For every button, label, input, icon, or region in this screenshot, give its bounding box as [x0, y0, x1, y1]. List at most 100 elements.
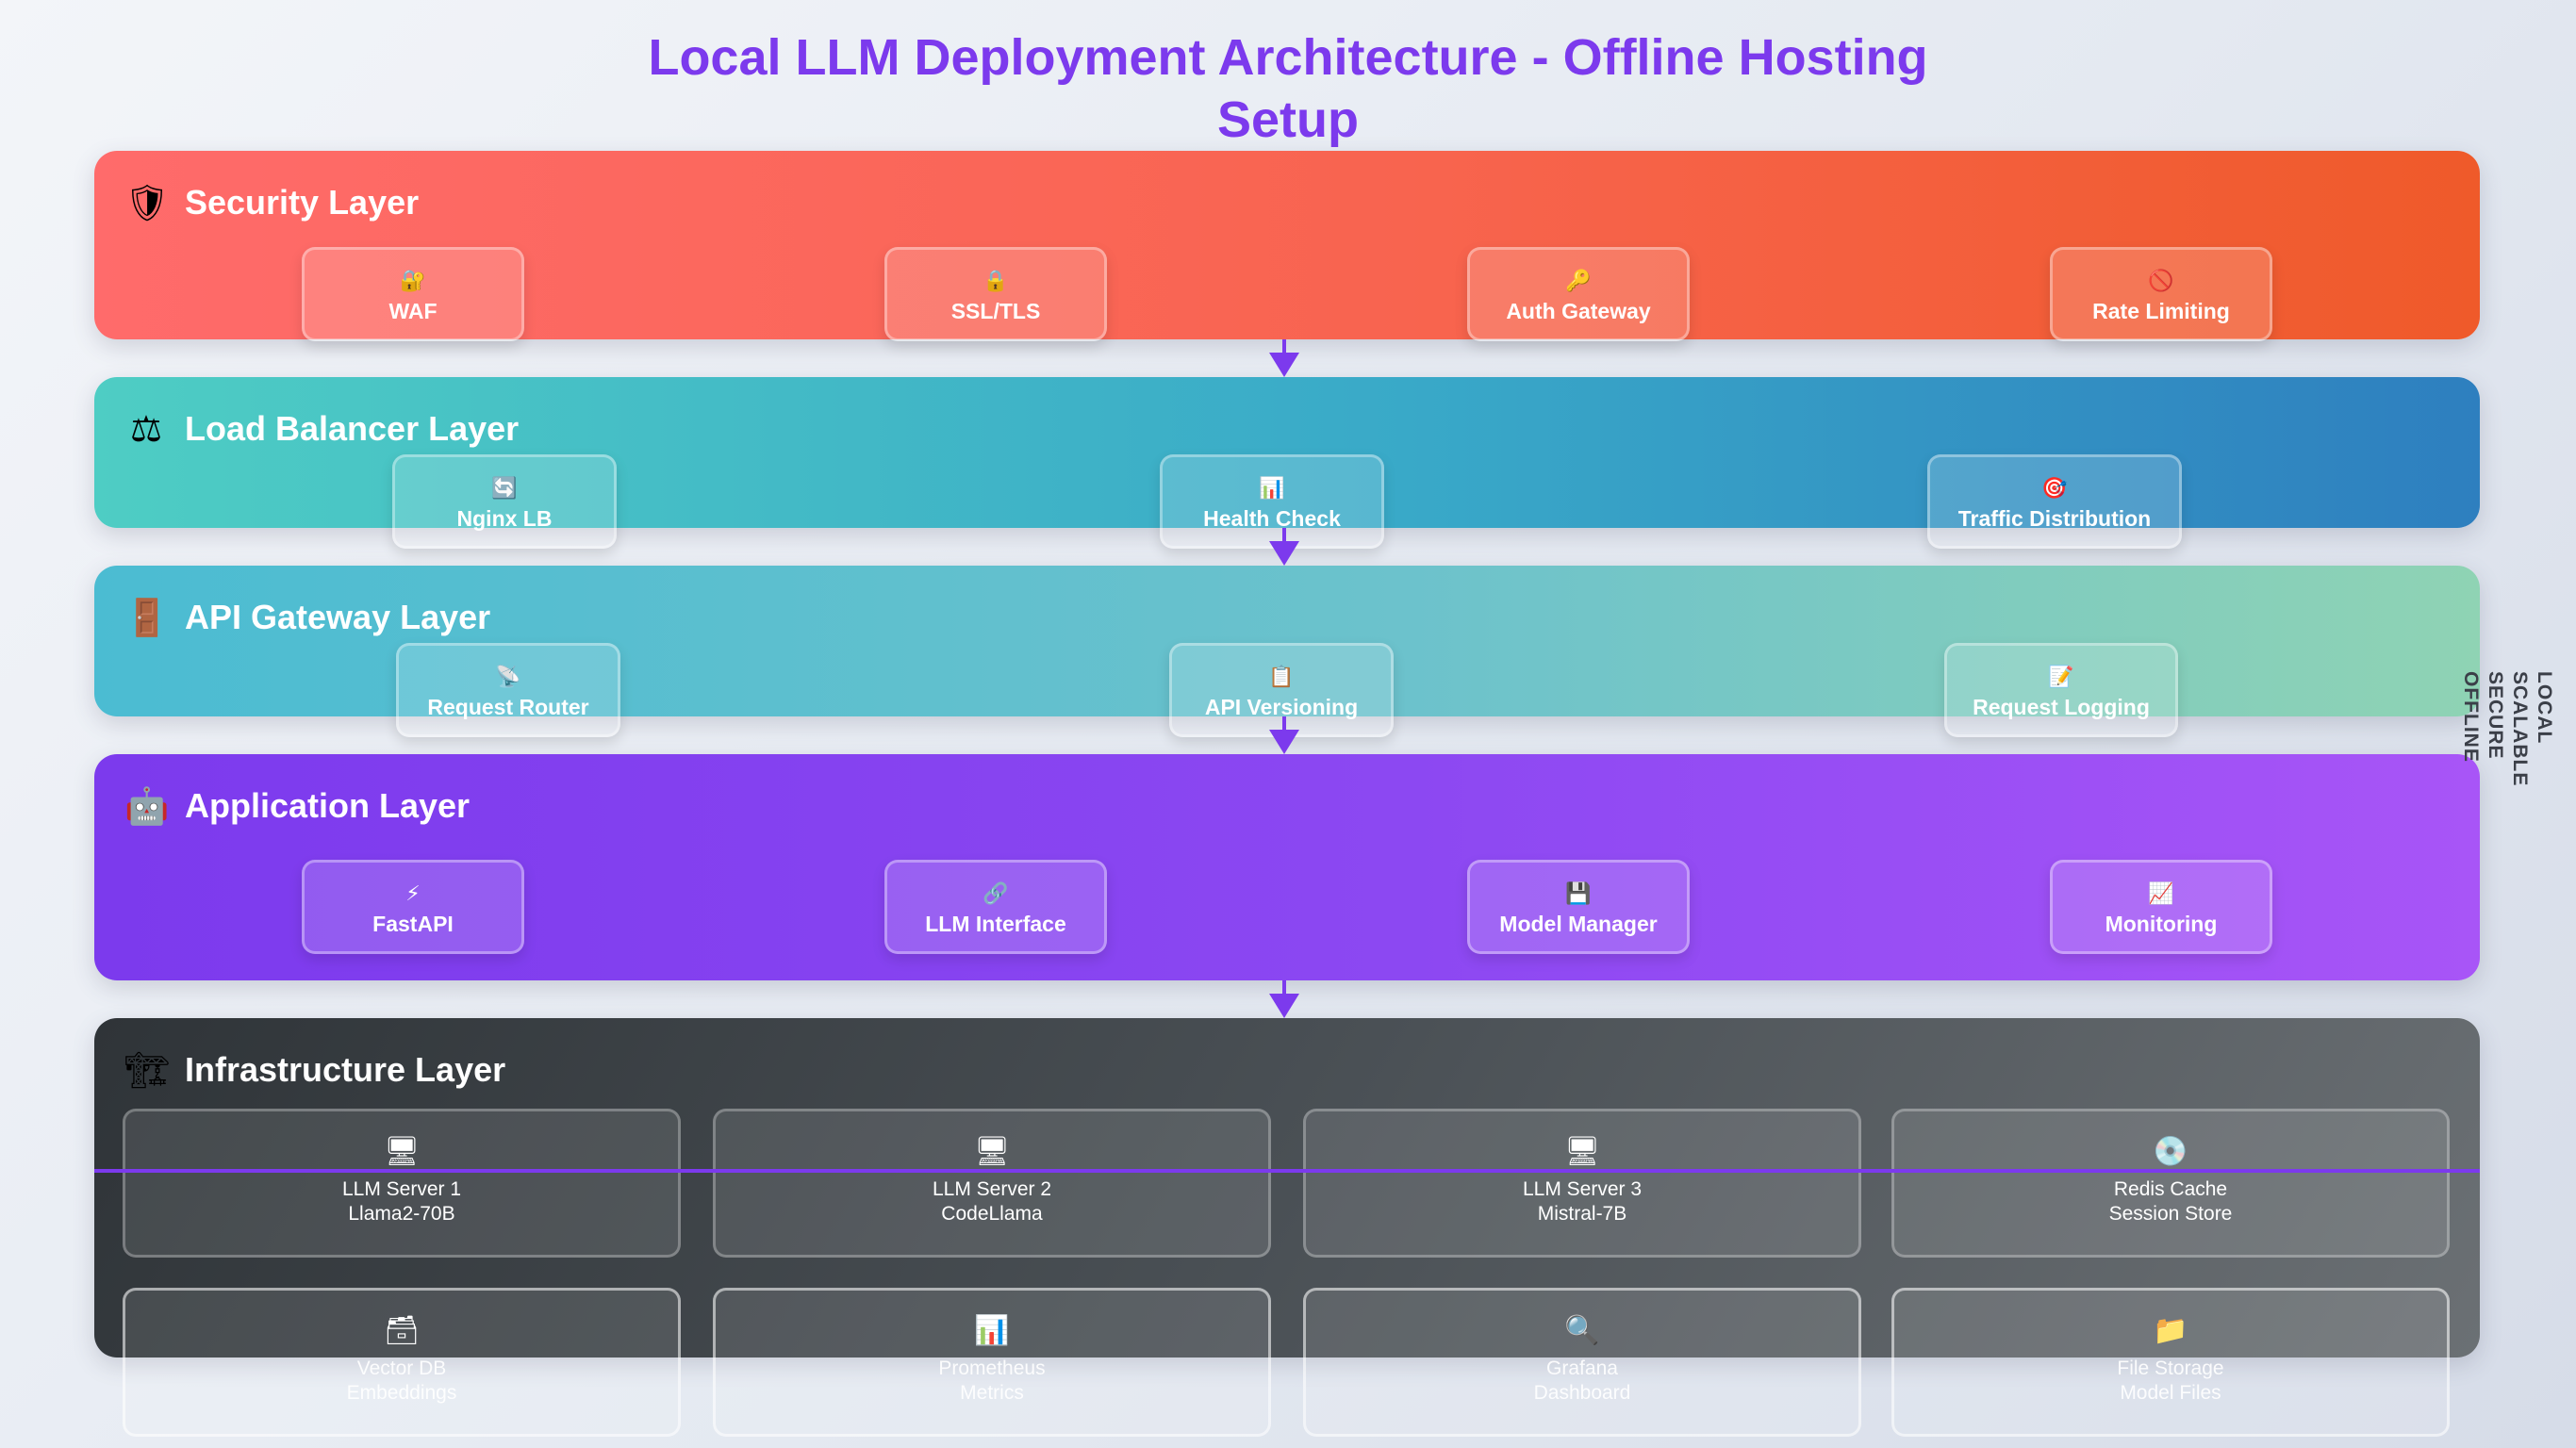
crane-icon: 🏗 — [124, 1048, 171, 1091]
model-manager-component[interactable]: 💾 Model Manager — [1467, 860, 1690, 954]
server-name: LLM Server 3 — [1522, 1178, 1643, 1200]
server-name: Prometheus — [938, 1358, 1046, 1379]
llm-server-2-card[interactable]: 🖥 LLM Server 2 CodeLlama — [713, 1109, 1271, 1258]
file-storage-card[interactable]: 📁 File Storage Model Files — [1891, 1288, 2450, 1437]
page-title-line-1: Local LLM Deployment Architecture - Offl… — [648, 29, 1928, 86]
load-balancer-layer-title: Load Balancer Layer — [185, 409, 520, 448]
waf-component[interactable]: 🔐 WAF — [302, 247, 524, 341]
grafana-card[interactable]: 🔍 Grafana Dashboard — [1303, 1288, 1861, 1437]
auth-gateway-component[interactable]: 🔑 Auth Gateway — [1467, 247, 1690, 341]
vector-db-card[interactable]: 🗃 Vector DB Embeddings — [123, 1288, 681, 1437]
application-layer-header: 🤖 Application Layer — [124, 782, 470, 830]
server-detail: Metrics — [960, 1382, 1024, 1404]
health-check-label: Health Check — [1203, 506, 1341, 531]
target-icon: 🎯 — [2041, 477, 2068, 501]
side-label-offline: OFFLINE — [2460, 671, 2482, 763]
traffic-distribution-label: Traffic Distribution — [1957, 506, 2152, 531]
server-name: Redis Cache — [2113, 1178, 2228, 1200]
api-gateway-layer: 🚪 API Gateway Layer 📡 Request Router 📋 A… — [94, 566, 2480, 737]
request-router-component[interactable]: 📡 Request Router — [396, 643, 620, 737]
infrastructure-layer-header: 🏗 Infrastructure Layer — [124, 1046, 505, 1094]
clipboard-icon: 📋 — [1268, 666, 1295, 689]
nginx-lb-label: Nginx LB — [456, 506, 553, 531]
flow-arrow-api-to-app — [1269, 716, 1299, 754]
lightning-icon: ⚡ — [405, 882, 421, 906]
load-balancer-layer: ⚖ Load Balancer Layer 🔄 Nginx LB 📊 Healt… — [94, 377, 2480, 549]
refresh-icon: 🔄 — [491, 477, 518, 501]
disk-icon: 💿 — [2153, 1135, 2188, 1168]
floppy-disk-icon: 💾 — [1565, 882, 1592, 906]
security-layer: 🛡 Security Layer 🔐 WAF 🔒 SSL/TLS 🔑 Auth … — [94, 151, 2480, 341]
server-detail: Llama2-70B — [348, 1203, 455, 1225]
application-layer: 🤖 Application Layer ⚡ FastAPI 🔗 LLM Inte… — [94, 754, 2480, 980]
server-name: Grafana — [1546, 1358, 1618, 1379]
door-icon: 🚪 — [124, 596, 170, 638]
server-detail: Session Store — [2108, 1203, 2233, 1225]
health-check-component[interactable]: 📊 Health Check — [1160, 454, 1384, 549]
bar-chart-icon: 📊 — [974, 1314, 1010, 1347]
page-title-line-2: Setup — [1216, 91, 1359, 148]
llm-server-1-card[interactable]: 🖥 LLM Server 1 Llama2-70B — [123, 1109, 681, 1258]
load-balancer-layer-header: ⚖ Load Balancer Layer — [124, 405, 519, 452]
llm-interface-label: LLM Interface — [925, 912, 1066, 936]
computer-icon: 🖥 — [1563, 1135, 1601, 1168]
robot-icon: 🤖 — [124, 784, 170, 827]
server-detail: Mistral-7B — [1537, 1203, 1627, 1225]
folder-icon: 📁 — [2153, 1314, 2188, 1347]
server-name: File Storage — [2117, 1358, 2224, 1379]
infrastructure-connector-line — [94, 1169, 2480, 1173]
trend-chart-icon: 📈 — [2148, 882, 2174, 906]
flow-arrow-security-to-lb — [1269, 339, 1299, 377]
server-detail: Dashboard — [1533, 1382, 1631, 1404]
security-layer-title: Security Layer — [185, 183, 420, 222]
server-detail: Model Files — [2120, 1382, 2221, 1404]
side-label-local: LOCAL — [2534, 671, 2555, 745]
lock-icon: 🔒 — [983, 270, 1009, 293]
llm-interface-component[interactable]: 🔗 LLM Interface — [884, 860, 1107, 954]
server-name: LLM Server 2 — [932, 1178, 1052, 1200]
ssl-tls-component[interactable]: 🔒 SSL/TLS — [884, 247, 1107, 341]
bar-chart-icon: 📊 — [1259, 477, 1285, 501]
page-title: Local LLM Deployment Architecture - Offl… — [0, 26, 2576, 151]
prometheus-card[interactable]: 📊 Prometheus Metrics — [713, 1288, 1271, 1437]
prohibited-icon: 🚫 — [2148, 270, 2174, 293]
key-icon: 🔑 — [1565, 270, 1592, 293]
request-logging-component[interactable]: 📝 Request Logging — [1944, 643, 2178, 737]
key-lock-icon: 🔐 — [400, 270, 426, 293]
computer-icon: 🖥 — [383, 1135, 421, 1168]
request-router-label: Request Router — [427, 695, 589, 719]
request-logging-label: Request Logging — [1973, 695, 2150, 719]
nginx-lb-component[interactable]: 🔄 Nginx LB — [392, 454, 617, 549]
rate-limiting-label: Rate Limiting — [2092, 299, 2230, 323]
llm-server-3-card[interactable]: 🖥 LLM Server 3 Mistral-7B — [1303, 1109, 1861, 1258]
side-label-secure: SECURE — [2485, 671, 2506, 760]
balance-scale-icon: ⚖ — [129, 408, 163, 450]
waf-label: WAF — [388, 299, 438, 323]
magnifier-icon: 🔍 — [1564, 1314, 1600, 1347]
side-labels: LOCAL SCALABLE SECURE OFFLINE — [2457, 671, 2561, 803]
server-detail: Embeddings — [346, 1382, 457, 1404]
redis-cache-card[interactable]: 💿 Redis Cache Session Store — [1891, 1109, 2450, 1258]
file-cabinet-icon: 🗃 — [383, 1314, 421, 1347]
auth-gateway-label: Auth Gateway — [1506, 299, 1651, 323]
satellite-icon: 📡 — [495, 666, 521, 689]
fastapi-component[interactable]: ⚡ FastAPI — [302, 860, 524, 954]
monitoring-component[interactable]: 📈 Monitoring — [2050, 860, 2272, 954]
ssl-tls-label: SSL/TLS — [950, 299, 1041, 323]
flow-arrow-lb-to-api — [1269, 528, 1299, 566]
shield-icon: 🛡 — [124, 181, 171, 223]
api-versioning-label: API Versioning — [1204, 695, 1359, 719]
security-layer-header: 🛡 Security Layer — [124, 179, 419, 226]
model-manager-label: Model Manager — [1499, 912, 1658, 936]
memo-icon: 📝 — [2048, 666, 2074, 689]
rate-limiting-component[interactable]: 🚫 Rate Limiting — [2050, 247, 2272, 341]
infrastructure-layer: 🏗 Infrastructure Layer — [94, 1018, 2480, 1358]
infrastructure-layer-title: Infrastructure Layer — [185, 1050, 506, 1089]
monitoring-label: Monitoring — [2105, 912, 2218, 936]
api-gateway-layer-title: API Gateway Layer — [185, 598, 491, 636]
computer-icon: 🖥 — [973, 1135, 1011, 1168]
api-versioning-component[interactable]: 📋 API Versioning — [1169, 643, 1394, 737]
traffic-distribution-component[interactable]: 🎯 Traffic Distribution — [1927, 454, 2182, 549]
flow-arrow-app-to-infra — [1269, 980, 1299, 1018]
server-name: Vector DB — [356, 1358, 447, 1379]
